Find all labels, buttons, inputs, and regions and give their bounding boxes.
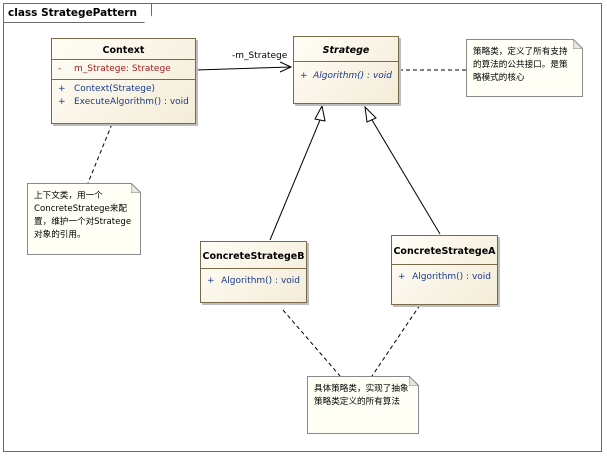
- class-concrete-a-operations: + Algorithm() : void: [392, 264, 497, 290]
- class-concrete-stratege-b[interactable]: ConcreteStrategeB + Algorithm() : void: [200, 241, 307, 303]
- class-context-name: Context: [102, 45, 145, 56]
- class-concrete-b-name: ConcreteStrategeB: [202, 251, 305, 262]
- generalization-b-arrowhead: [314, 104, 326, 122]
- visibility-marker: +: [300, 71, 308, 81]
- class-stratege-operations: + Algorithm() : void: [294, 61, 398, 91]
- class-context-attributes: - m_Stratege: Stratege: [52, 59, 195, 79]
- operation-row[interactable]: + Context(Stratege): [52, 83, 195, 96]
- concrete-b-note-anchor: [282, 309, 341, 377]
- visibility-marker: +: [207, 276, 215, 286]
- operation-row[interactable]: + ExecuteAlgorithm() : void: [52, 96, 195, 109]
- association-arrowhead: [279, 61, 293, 73]
- context-note-anchor: [87, 123, 113, 184]
- note-fold-icon: [409, 376, 419, 386]
- operation-text: Algorithm() : void: [412, 272, 491, 282]
- class-context-operations: + Context(Stratege) + ExecuteAlgorithm()…: [52, 79, 195, 112]
- operation-row[interactable]: + Algorithm() : void: [201, 275, 306, 288]
- note-stratege-text: 策略类，定义了所有支持的算法的公共接口。是策略模式的核心: [473, 47, 568, 83]
- operation-text: Algorithm() : void: [313, 71, 392, 81]
- generalization-a-arrowhead: [364, 105, 377, 123]
- association-label: -m_Stratege: [232, 51, 288, 61]
- note-context[interactable]: 上下文类，用一个ConcreteStratege来配置，维护一个对Strateg…: [27, 183, 141, 255]
- visibility-marker: -: [58, 64, 62, 74]
- class-stratege-name: Stratege: [322, 45, 370, 56]
- class-concrete-stratege-a[interactable]: ConcreteStrategeA + Algorithm() : void: [391, 235, 498, 305]
- visibility-marker: +: [398, 272, 406, 282]
- note-concrete-text: 具体策略类，实现了抽象策略类定义的所有算法: [314, 384, 409, 407]
- operation-row[interactable]: + Algorithm() : void: [392, 271, 497, 284]
- note-stratege[interactable]: 策略类，定义了所有支持的算法的公共接口。是策略模式的核心: [466, 39, 583, 97]
- generalization-b-line[interactable]: [269, 119, 321, 241]
- class-concrete-a-name: ConcreteStrategeA: [393, 246, 496, 257]
- class-context[interactable]: Context - m_Stratege: Stratege + Context…: [51, 38, 196, 124]
- association-line[interactable]: [195, 66, 292, 71]
- operation-text: Algorithm() : void: [221, 276, 300, 286]
- frame-label: class StrategePattern: [4, 4, 152, 23]
- note-fold-icon: [573, 39, 583, 49]
- attribute-text: m_Stratege: Stratege: [74, 64, 171, 74]
- operation-row[interactable]: + Algorithm() : void: [294, 70, 398, 83]
- note-concrete[interactable]: 具体策略类，实现了抽象策略类定义的所有算法: [307, 376, 419, 434]
- class-concrete-b-operations: + Algorithm() : void: [201, 268, 306, 294]
- visibility-marker: +: [58, 97, 66, 107]
- visibility-marker: +: [58, 84, 66, 94]
- generalization-a-line[interactable]: [371, 119, 441, 235]
- operation-text: Context(Stratege): [74, 84, 156, 94]
- note-context-text: 上下文类，用一个ConcreteStratege来配置，维护一个对Strateg…: [34, 191, 132, 240]
- note-fold-icon: [131, 183, 141, 193]
- operation-text: ExecuteAlgorithm() : void: [74, 97, 189, 107]
- concrete-a-note-anchor: [371, 304, 421, 377]
- class-stratege[interactable]: Stratege + Algorithm() : void: [293, 36, 399, 104]
- attribute-row[interactable]: - m_Stratege: Stratege: [52, 63, 195, 76]
- diagram-frame: class StrategePattern: [3, 3, 602, 452]
